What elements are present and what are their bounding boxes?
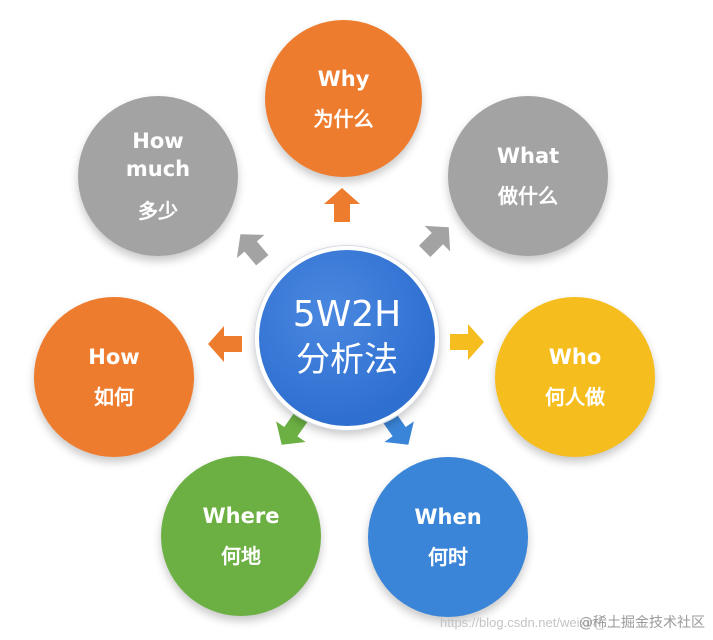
node-when-en: When	[414, 505, 482, 529]
node-how-en: How	[88, 345, 140, 369]
watermark: @稀土掘金技术社区	[579, 615, 705, 631]
node-how-much-zh: 多少	[138, 199, 178, 223]
center-title: 5W2H	[292, 294, 402, 335]
node-where: Where 何地	[161, 456, 321, 616]
node-why-en: Why	[317, 66, 370, 91]
arrow-to-when	[378, 410, 418, 450]
center-subtitle: 分析法	[296, 340, 398, 380]
node-who-en: Who	[548, 345, 602, 369]
arrow-to-who	[446, 322, 486, 362]
node-where-zh: 何地	[221, 544, 261, 568]
node-how: How 如何	[34, 297, 194, 457]
node-what-en: What	[496, 144, 560, 168]
node-when-zh: 何时	[428, 545, 468, 569]
node-why: Why 为什么	[265, 20, 422, 177]
arrow-to-where	[272, 410, 312, 450]
arrow-to-how	[206, 324, 246, 364]
node-where-en: Where	[202, 504, 280, 528]
node-who: Who 何人做	[495, 297, 655, 457]
arrow-to-how-much	[232, 228, 272, 268]
node-when: When 何时	[368, 457, 528, 617]
node-what: What 做什么	[448, 96, 608, 256]
watermark-url: https://blog.csdn.net/weixin_...	[440, 615, 615, 630]
arrow-to-why	[322, 186, 362, 226]
node-how-much: How much 多少	[78, 96, 238, 256]
center-node: 5W2H 分析法	[255, 246, 439, 430]
node-who-zh: 何人做	[545, 385, 605, 409]
node-what-zh: 做什么	[498, 184, 558, 208]
node-why-zh: 为什么	[313, 106, 374, 131]
arrow-to-what	[416, 220, 456, 260]
node-how-much-en: How much	[125, 129, 191, 181]
node-how-zh: 如何	[94, 385, 134, 409]
